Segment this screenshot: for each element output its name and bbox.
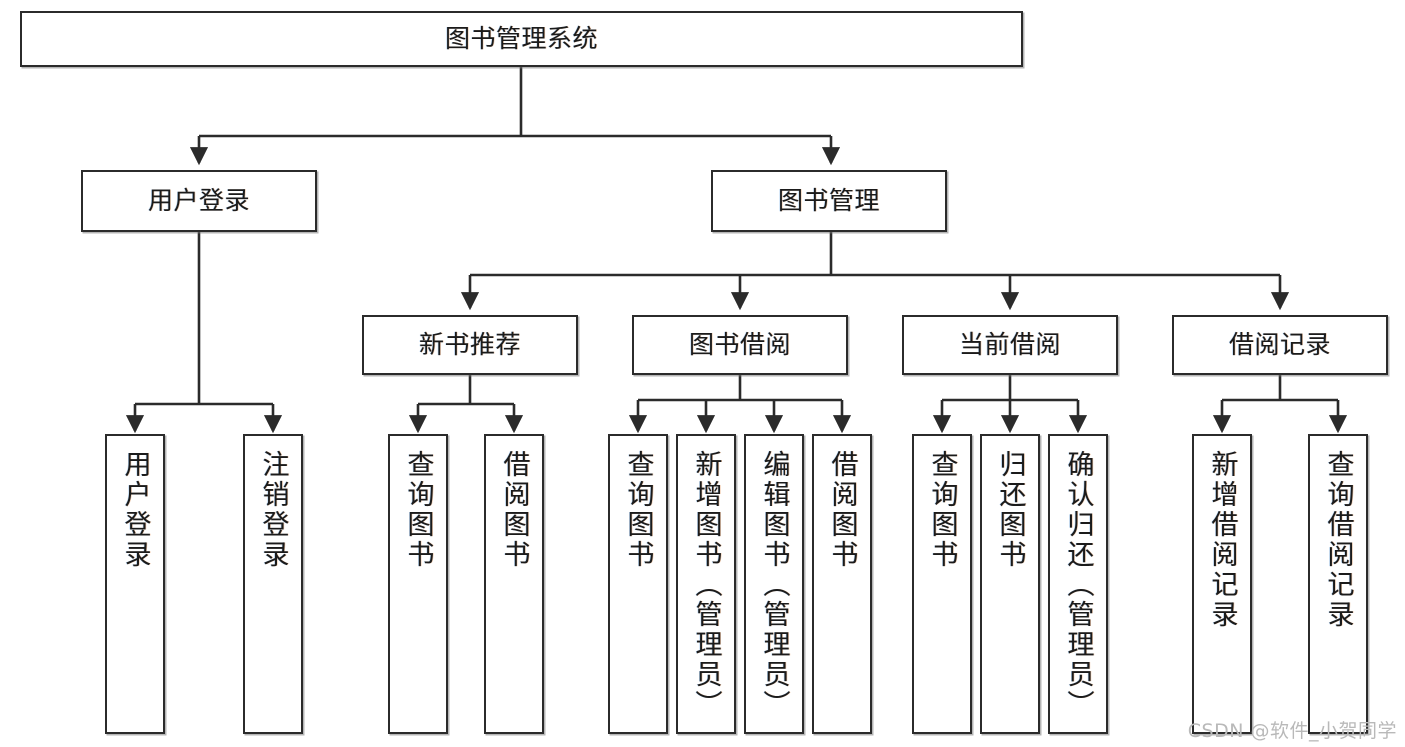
node-label: 借阅记录 (1228, 330, 1331, 359)
leaf-return-book[interactable]: 归还图书 (980, 434, 1040, 734)
node-label: 查询借阅记录 (1322, 450, 1354, 630)
node-label: 新书推荐 (418, 330, 521, 359)
node-label: 图书管理 (777, 186, 880, 215)
csdn-watermark: CSDN @软件_小贺同学 (1187, 720, 1397, 742)
leaf-query-borrow-record[interactable]: 查询借阅记录 (1308, 434, 1368, 734)
node-label: 新增图书（管理员） (690, 450, 722, 720)
leaf-borrow-book-recommend[interactable]: 借阅图书 (484, 434, 544, 734)
node-label: 注销登录 (257, 450, 289, 570)
node-label: 当前借阅 (958, 330, 1061, 359)
leaf-query-book-borrow[interactable]: 查询图书 (608, 434, 668, 734)
leaf-query-book-current[interactable]: 查询图书 (912, 434, 972, 734)
node-label: 查询图书 (402, 450, 434, 570)
leaf-edit-book-admin[interactable]: 编辑图书（管理员） (744, 434, 804, 734)
leaf-add-book-admin[interactable]: 新增图书（管理员） (676, 434, 736, 734)
node-root-book-management-system[interactable]: 图书管理系统 (20, 11, 1023, 67)
node-label: 图书管理系统 (444, 24, 598, 53)
leaf-logout[interactable]: 注销登录 (243, 434, 303, 734)
node-label: 图书借阅 (688, 330, 791, 359)
node-label: 查询图书 (926, 450, 958, 570)
leaf-confirm-return-admin[interactable]: 确认归还（管理员） (1048, 434, 1108, 734)
leaf-add-borrow-record[interactable]: 新增借阅记录 (1192, 434, 1252, 734)
leaf-user-login[interactable]: 用户登录 (105, 434, 165, 734)
node-label: 借阅图书 (498, 450, 530, 570)
node-label: 新增借阅记录 (1206, 450, 1238, 630)
node-label: 确认归还（管理员） (1062, 450, 1094, 720)
leaf-borrow-book[interactable]: 借阅图书 (812, 434, 872, 734)
node-label: 用户登录 (119, 450, 151, 570)
node-new-book-recommendation[interactable]: 新书推荐 (362, 315, 578, 375)
node-current-borrowing[interactable]: 当前借阅 (902, 315, 1118, 375)
node-book-borrowing[interactable]: 图书借阅 (632, 315, 848, 375)
node-label: 编辑图书（管理员） (758, 450, 790, 720)
node-label: 归还图书 (994, 450, 1026, 570)
leaf-query-book-recommend[interactable]: 查询图书 (388, 434, 448, 734)
node-book-management[interactable]: 图书管理 (711, 170, 947, 232)
node-borrowing-records[interactable]: 借阅记录 (1172, 315, 1388, 375)
node-user-login[interactable]: 用户登录 (81, 170, 317, 232)
node-label: 借阅图书 (826, 450, 858, 570)
node-label: 查询图书 (622, 450, 654, 570)
node-label: 用户登录 (147, 186, 250, 215)
